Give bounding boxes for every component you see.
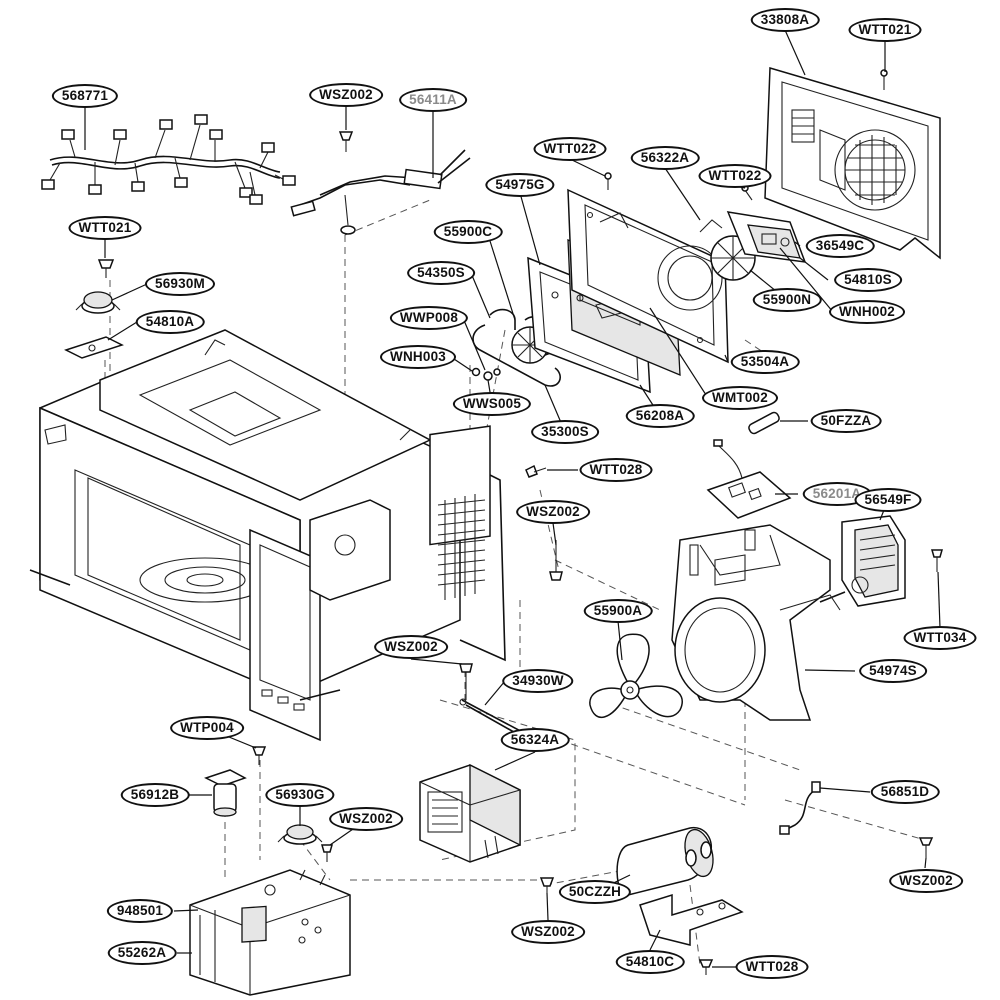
bracket-54810c (639, 893, 744, 946)
transformer-56324a (419, 763, 521, 863)
thermostat-56930m (75, 291, 121, 314)
part-label-55900c: 55900C (433, 220, 503, 244)
part-label-wtt021: WTT021 (68, 216, 142, 240)
fuse-50fzza (748, 411, 780, 435)
motor-56549f (819, 515, 906, 607)
part-label-wtt022: WTT022 (698, 164, 772, 188)
part-label-55262a: 55262A (107, 941, 177, 965)
part-label-54350s: 54350S (407, 261, 475, 285)
part-label-56912b: 56912B (120, 783, 190, 807)
part-label-948501: 948501 (106, 899, 174, 923)
part-label-56322a: 56322A (630, 146, 700, 170)
part-label-33808a: 33808A (750, 8, 820, 32)
part-label-568771: 568771 (51, 84, 119, 108)
part-label-53504a: 53504A (730, 350, 800, 374)
part-label-54974s: 54974S (859, 659, 927, 683)
part-label-wwp008: WWP008 (389, 306, 469, 330)
wire-harness (41, 114, 296, 205)
part-label-wsz002: WSZ002 (889, 869, 963, 893)
fan-blade-55900a (589, 633, 683, 719)
part-label-56411a: 56411A (399, 88, 467, 112)
part-label-wsz002: WSZ002 (374, 635, 448, 659)
part-label-wsz002: WSZ002 (516, 500, 590, 524)
part-label-56208a: 56208A (625, 404, 695, 428)
part-label-35300s: 35300S (531, 420, 599, 444)
part-label-50czzh: 50CZZH (558, 880, 632, 904)
part-label-wtt028: WTT028 (579, 458, 653, 482)
part-label-34930w: 34930W (502, 669, 574, 693)
part-label-wsz002: WSZ002 (309, 83, 383, 107)
fuse-holder-56912b (204, 769, 247, 817)
part-label-55900a: 55900A (583, 599, 653, 623)
part-label-36549c: 36549C (805, 234, 875, 258)
part-label-54810c: 54810C (615, 950, 685, 974)
part-label-56324a: 56324A (500, 728, 570, 752)
part-label-wtt022: WTT022 (533, 137, 607, 161)
part-label-wws005: WWS005 (452, 392, 532, 416)
pcb-56201a (706, 439, 792, 519)
part-label-wsz002: WSZ002 (511, 920, 585, 944)
part-label-wtt034: WTT034 (903, 626, 977, 650)
back-panel-33808a (764, 67, 941, 260)
fasteners (97, 69, 943, 975)
part-label-56851d: 56851D (870, 780, 940, 804)
part-label-wsz002: WSZ002 (329, 807, 403, 831)
capacitor-50czzh (616, 826, 714, 896)
part-label-56930g: 56930G (265, 783, 335, 807)
part-label-wtt028: WTT028 (735, 955, 809, 979)
part-label-54810s: 54810S (834, 268, 902, 292)
part-label-wtp004: WTP004 (170, 716, 244, 740)
part-label-55900n: 55900N (752, 288, 822, 312)
part-label-50fzza: 50FZZA (810, 409, 882, 433)
leader-lines (84, 29, 941, 968)
oven-cavity (29, 329, 506, 742)
part-label-56930m: 56930M (145, 272, 215, 296)
air-guide-54974s (671, 524, 841, 721)
part-label-54810a: 54810A (135, 310, 205, 334)
part-label-wtt021: WTT021 (848, 18, 922, 42)
wire-56851d (779, 781, 821, 835)
bracket-54810a (64, 336, 124, 359)
part-label-wmt002: WMT002 (702, 386, 778, 410)
part-label-56549f: 56549F (854, 488, 922, 512)
control-box-948501 (189, 869, 351, 996)
wire-56411a (290, 131, 471, 235)
thermostat-56930g (277, 824, 323, 845)
part-label-wnh002: WNH002 (829, 300, 905, 324)
motor-bracket-54810s (699, 211, 807, 263)
part-label-wnh003: WNH003 (380, 345, 456, 369)
part-label-54975g: 54975G (485, 173, 555, 197)
